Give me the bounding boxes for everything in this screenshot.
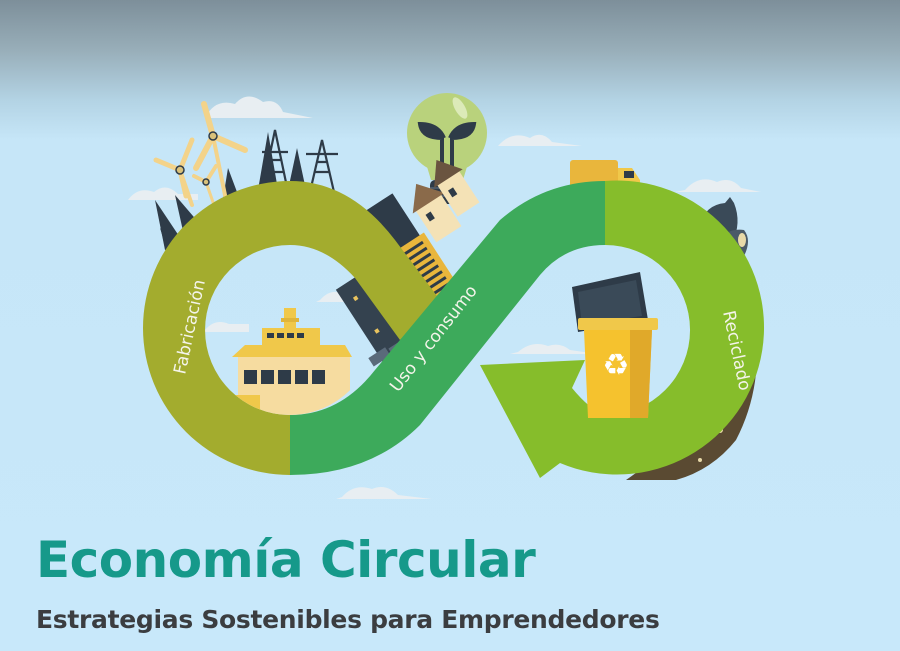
clouds <box>118 96 761 499</box>
page-subtitle: Estrategias Sostenibles para Emprendedor… <box>36 605 660 634</box>
svg-text:♻: ♻ <box>603 348 630 383</box>
infinity-loop <box>143 180 765 479</box>
recycling-bin-icon: ♻ <box>572 272 658 418</box>
circular-economy-illustration: ♻ Fabricación Uso y consumo Reciclado <box>118 93 765 499</box>
power-towers-icon <box>260 129 338 193</box>
page-title: Economía Circular <box>36 531 536 589</box>
factory-icon <box>225 308 352 415</box>
